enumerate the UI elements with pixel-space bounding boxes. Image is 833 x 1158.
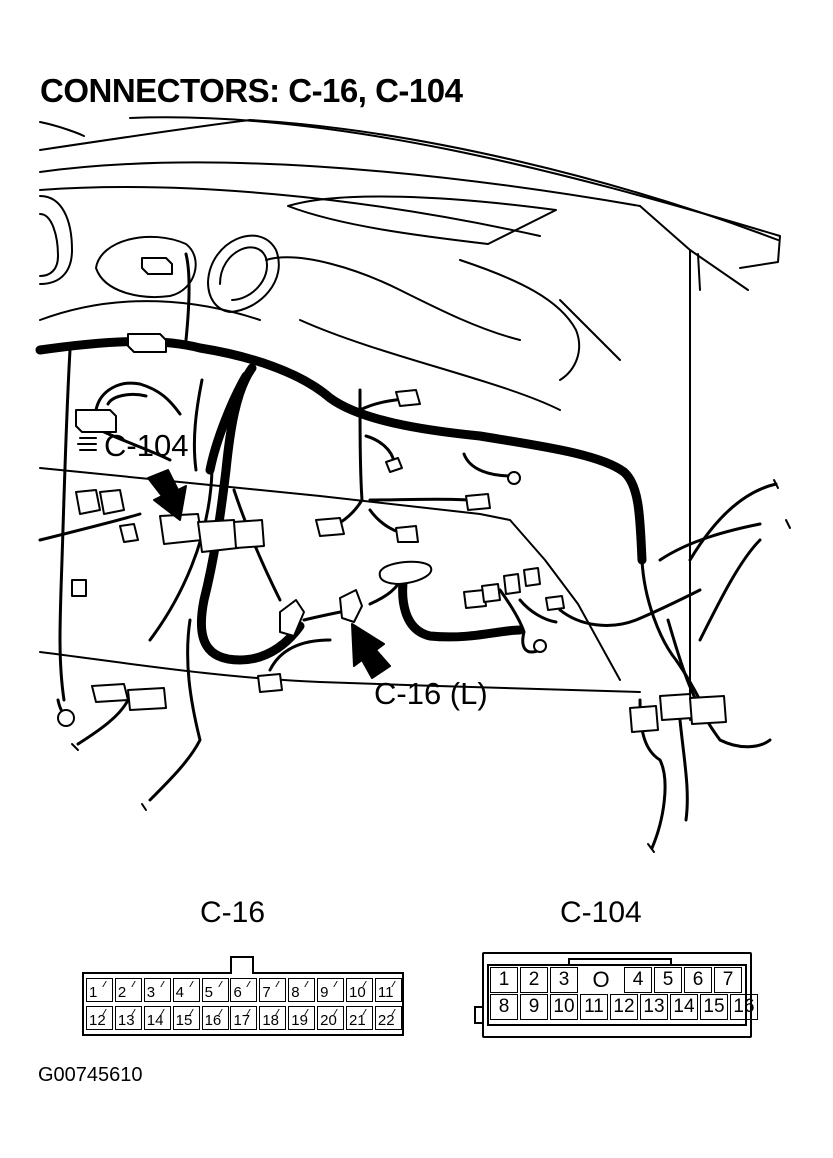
c16-pin-10: 10 (346, 978, 374, 1002)
c104-pin-10: 10 (550, 994, 578, 1020)
callout-c16-label: C-16 (L) (374, 676, 488, 711)
c16-pin-4: 4 (172, 978, 200, 1002)
c16-pin-9: 9 (317, 978, 345, 1002)
c16-pin-16: 16 (201, 1006, 229, 1030)
c16-pin-2: 2 (114, 978, 142, 1002)
c16-pin-5: 5 (201, 978, 229, 1002)
c16-pin-3: 3 (143, 978, 171, 1002)
c104-pin-9: 9 (520, 994, 548, 1020)
c16-pin-1: 1 (86, 978, 113, 1002)
c104-pin-14: 14 (670, 994, 698, 1020)
c104-pin-6: 6 (684, 967, 712, 993)
c16-pin-22: 22 (374, 1006, 402, 1030)
callout-arrows (147, 469, 391, 679)
c104-pin-13: 13 (640, 994, 668, 1020)
dashboard-outline (39, 116, 781, 721)
c104-pin-5: 5 (654, 967, 682, 993)
c104-pin-3: 3 (550, 967, 578, 993)
c16-pin-11: 11 (374, 978, 402, 1002)
c16-heading: C-16 (200, 896, 266, 929)
c16-pin-21: 21 (346, 1006, 374, 1030)
c16-pin-19: 19 (288, 1006, 316, 1030)
dashboard-wiring-illustration (35, 116, 791, 853)
c104-pin-8: 8 (490, 994, 518, 1020)
c104-key-marker: O (592, 967, 610, 992)
dash-marks (71, 479, 791, 853)
c16-pin-17: 17 (230, 1006, 258, 1030)
c16-pin-18: 18 (259, 1006, 287, 1030)
c104-pin-12: 12 (610, 994, 638, 1020)
c16-pin-14: 14 (143, 1006, 171, 1030)
c104-pin-4: 4 (624, 967, 652, 993)
ground-terminals (57, 457, 547, 727)
c104-pin-11: 11 (580, 994, 608, 1020)
c16-pin-12: 12 (86, 1006, 113, 1030)
c104-pin-7: 7 (714, 967, 742, 993)
c16-pin-20: 20 (317, 1006, 345, 1030)
connector-blocks (71, 257, 727, 733)
c16-pin-13: 13 (114, 1006, 142, 1030)
c104-pin-15: 15 (700, 994, 728, 1020)
c104-pin-2: 2 (520, 967, 548, 993)
page-title: CONNECTORS: C-16, C-104 (40, 72, 463, 109)
c104-heading: C-104 (560, 896, 642, 929)
c16-pin-15: 15 (172, 1006, 200, 1030)
main-harness (35, 336, 647, 665)
c16-latch (230, 956, 254, 974)
c104-pin-16: 16 (730, 994, 758, 1020)
c104-pin-1: 1 (490, 967, 518, 993)
figure-id: G00745610 (38, 1064, 143, 1086)
c16-pin-8: 8 (288, 978, 316, 1002)
c16-pin-7: 7 (259, 978, 287, 1002)
callout-c104-label: C-104 (104, 428, 189, 463)
c104-lock-tab (568, 958, 672, 966)
c16-pin-6: 6 (230, 978, 258, 1002)
